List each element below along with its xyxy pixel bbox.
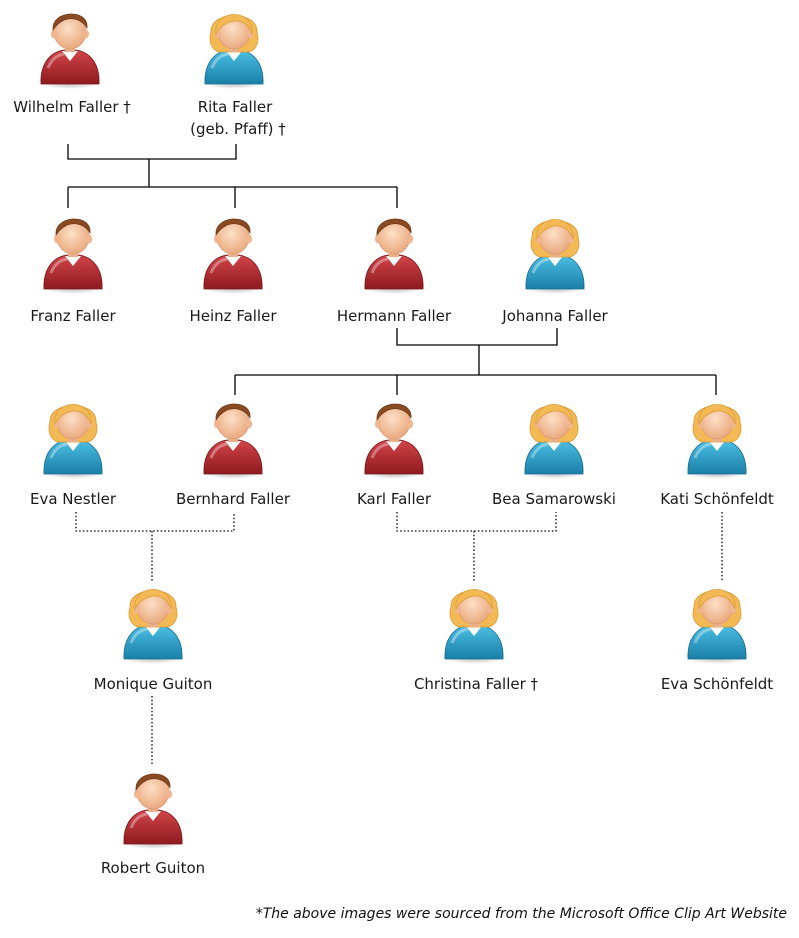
name-franz-faller: Franz Faller [30, 307, 116, 325]
couple-line-wilhelm-rita [67, 144, 237, 160]
name-eva-nestler: Eva Nestler [29, 490, 117, 508]
couple-line-hermann-johanna [396, 328, 558, 346]
female-person-icon [524, 404, 584, 479]
female-person-icon [687, 404, 747, 479]
person-avatars [40, 13, 747, 849]
name-monique-guiton: Monique Guiton [93, 675, 213, 693]
name-kati-schoenfeldt: Kati Schönfeldt [660, 490, 774, 508]
name-heinz-faller: Heinz Faller [189, 307, 277, 325]
female-person-icon [204, 14, 264, 89]
female-person-icon [123, 589, 183, 664]
male-person-icon [43, 218, 103, 294]
partner-line-karl-bea [396, 512, 557, 532]
male-person-icon [203, 218, 263, 294]
name-eva-schoenfeldt: Eva Schönfeldt [660, 675, 774, 693]
solid-connectors [67, 144, 717, 395]
name-christina-faller: Christina Faller † [413, 675, 539, 693]
name-hermann-faller: Hermann Faller [336, 307, 452, 325]
name-karl-faller: Karl Faller [356, 490, 432, 508]
male-person-icon [364, 218, 424, 294]
partner-line-eva-bernhard [75, 512, 235, 532]
name-rita-faller: Rita Faller [197, 98, 273, 116]
male-person-icon [123, 773, 183, 849]
name-bernhard-faller: Bernhard Faller [176, 490, 290, 508]
name-robert-guiton: Robert Guiton [100, 859, 206, 877]
female-person-icon [525, 219, 585, 294]
clip-art-source-caption: *The above images were sourced from the … [255, 906, 787, 922]
male-person-icon [40, 13, 100, 89]
female-person-icon [687, 589, 747, 664]
female-person-icon [444, 589, 504, 664]
male-person-icon [203, 403, 263, 479]
dotted-connectors [75, 512, 723, 764]
male-person-icon [364, 403, 424, 479]
name-rita-faller-maiden: (geb. Pfaff) † [190, 120, 286, 138]
female-person-icon [43, 404, 103, 479]
name-johanna-faller: Johanna Faller [502, 307, 608, 325]
name-bea-samarowski: Bea Samarowski [492, 490, 616, 508]
name-wilhelm-faller: Wilhelm Faller † [13, 98, 131, 116]
